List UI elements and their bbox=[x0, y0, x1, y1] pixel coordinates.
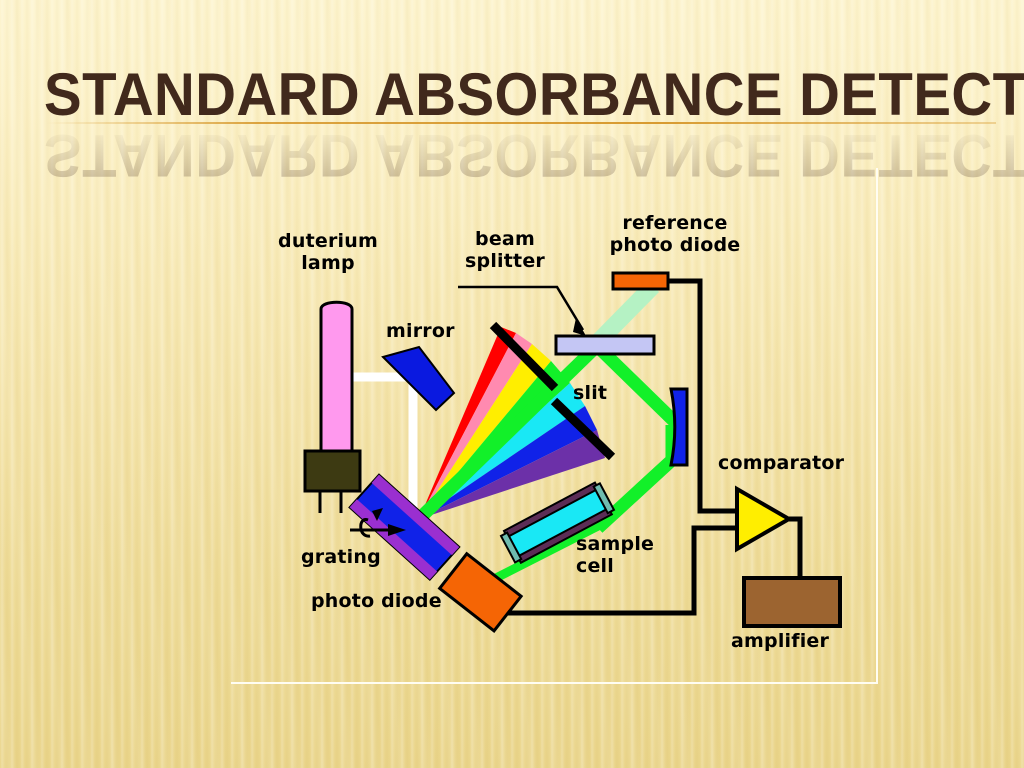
label-comparator: comparator bbox=[718, 452, 845, 474]
label-amplifier: amplifier bbox=[731, 630, 830, 652]
mirror bbox=[381, 345, 456, 412]
grating bbox=[348, 473, 461, 582]
right-mirror bbox=[669, 387, 689, 467]
page-title: STANDARD ABSORBANCE DETECTOR STANDARD AB… bbox=[44, 61, 1024, 190]
reference-photo-diode bbox=[611, 271, 670, 291]
label-duterium-lamp: duterium lamp bbox=[278, 230, 378, 274]
slit bbox=[489, 321, 616, 461]
slit-bar-lower bbox=[550, 397, 616, 461]
label-beam-splitter: beam splitter bbox=[465, 228, 545, 272]
decorative-horizontal-line bbox=[231, 682, 878, 684]
amplifier bbox=[742, 576, 842, 628]
label-sample-cell: sample cell bbox=[576, 533, 655, 577]
wire-photo-diode-to-comparator bbox=[492, 525, 737, 616]
wire-comparator-to-amplifier bbox=[789, 516, 803, 578]
label-slit: slit bbox=[573, 382, 608, 404]
beam-splitter bbox=[554, 334, 656, 356]
photo-diode bbox=[437, 551, 524, 633]
beam-splitter-leader bbox=[458, 285, 586, 336]
duterium-lamp bbox=[303, 300, 362, 513]
comparator bbox=[735, 485, 794, 553]
label-mirror: mirror bbox=[386, 320, 455, 342]
slit-bar-upper bbox=[489, 321, 559, 392]
title-underline-rule bbox=[46, 122, 996, 124]
wire-reference-diode-to-comparator bbox=[668, 278, 737, 514]
label-grating: grating bbox=[301, 546, 381, 568]
label-reference-photo-diode: reference photo diode bbox=[609, 212, 741, 256]
label-photo-diode: photo diode bbox=[311, 590, 442, 612]
sample-cell bbox=[499, 481, 616, 565]
decorative-vertical-line bbox=[876, 168, 878, 684]
page-title-text: STANDARD ABSORBANCE DETECTOR bbox=[44, 61, 1024, 128]
